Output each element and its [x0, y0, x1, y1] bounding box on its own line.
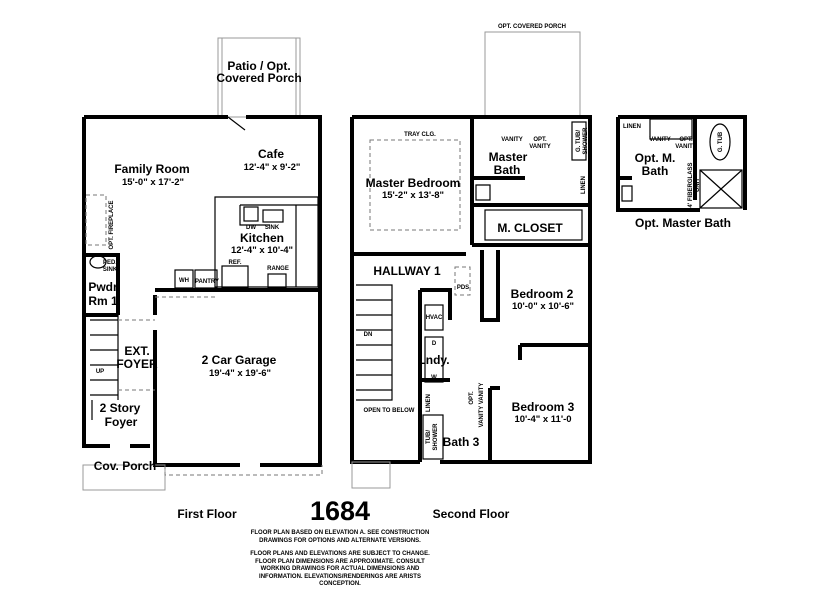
- plan-number: 1684: [309, 496, 371, 526]
- first-floor-plan: [82, 37, 323, 491]
- bedroom3-dims: 10'-4" x 11'-0: [514, 414, 571, 425]
- opt-m-bath-label-2: Bath: [642, 164, 669, 178]
- kitchen-counter: [214, 196, 319, 288]
- bedroom3-label: Bedroom 3: [512, 400, 575, 414]
- porch-label: Cov. Porch: [94, 459, 156, 473]
- ped-sink-label-2: SINK: [103, 267, 118, 273]
- linen-label: LINEN: [581, 176, 587, 194]
- tray-ceiling-outline: [369, 139, 461, 231]
- note-1: FLOOR PLAN BASED ON ELEVATION A. SEE CON…: [250, 530, 430, 544]
- fireplace-outline: [85, 194, 107, 246]
- fiberglass-label-1: 4' FIBERGLASS: [688, 162, 694, 207]
- range-label: RANGE: [267, 266, 289, 272]
- bath-vanity-label: VANITY VANITY: [479, 383, 485, 428]
- fireplace-label: OPT. FIREPLACE: [109, 200, 115, 249]
- covered-porch-outline: [82, 464, 166, 491]
- opt-vanity-label-2: VANITY: [529, 144, 551, 150]
- opt-master-bath-plan: [616, 115, 747, 212]
- second-floor-plan: [350, 31, 592, 489]
- laundry-label: Lndy.: [418, 353, 449, 367]
- bath-shower-label: SHOWER: [433, 423, 439, 451]
- hallway-label: HALLWAY 1: [373, 264, 441, 278]
- second-floor-stairs: [356, 284, 393, 401]
- up-label: UP: [96, 369, 104, 375]
- master-bath-label-2: Bath: [494, 163, 521, 177]
- family-room-label: Family Room: [114, 162, 189, 176]
- note-2: FLOOR PLANS AND ELEVATIONS ARE SUBJECT T…: [250, 551, 430, 587]
- kitchen-dims: 12'-4" x 10'-4": [231, 245, 293, 256]
- cafe-dims: 12'-4" x 9'-2": [244, 162, 301, 173]
- dn-label: DN: [364, 332, 373, 338]
- dryer-label: D: [432, 341, 437, 347]
- first-floor-walls: [82, 115, 322, 290]
- opt-linen-label: LINEN: [623, 124, 641, 130]
- dw-label: DW: [246, 225, 256, 231]
- washer-label: W: [431, 375, 437, 381]
- sink-label: SINK: [265, 225, 280, 231]
- m-closet-label: M. CLOSET: [497, 221, 563, 235]
- kitchen-label: Kitchen: [240, 231, 284, 245]
- wh-label: WH: [179, 278, 189, 284]
- bath-opt-label: OPT.: [469, 391, 475, 405]
- bath-tub-label: TUB/: [426, 430, 432, 444]
- second-floor-label: Second Floor: [433, 507, 510, 521]
- first-floor-stairs: [90, 315, 119, 400]
- opt-bath-opt-vanity-1: OPT.: [679, 137, 693, 143]
- opt-master-bath-walls: [616, 115, 747, 212]
- vanity-label: VANITY: [501, 137, 523, 143]
- ext-foyer-label-1: EXT.: [124, 344, 149, 358]
- garage-dims: 19'-4" x 19'-6": [209, 368, 271, 379]
- bedroom2-dims: 10'-0" x 10'-6": [512, 301, 574, 312]
- opt-covered-porch-outline: [484, 31, 581, 118]
- ped-sink-label-1: PED.: [103, 260, 117, 266]
- hvac-label: HVAC: [426, 315, 443, 321]
- shower-label: SHOWER: [583, 127, 589, 155]
- foyer-label-1: 2 Story: [100, 401, 141, 415]
- opt-covered-porch-label: OPT. COVERED PORCH: [498, 24, 566, 30]
- foyer-label-2: Foyer: [105, 415, 138, 429]
- fiberglass-label-2: UNIT: [695, 178, 701, 192]
- powder-room-label-2: Rm 1: [88, 294, 118, 308]
- master-bedroom-dims: 15'-2" x 13'-8": [382, 190, 444, 201]
- open-to-below-label: OPEN TO BELOW: [364, 408, 415, 414]
- cafe-label: Cafe: [258, 147, 284, 161]
- ref-label: REF.: [228, 260, 241, 266]
- bath-linen-label: LINEN: [426, 394, 432, 412]
- first-floor-label: First Floor: [177, 507, 237, 521]
- master-bedroom-label: Master Bedroom: [366, 176, 461, 190]
- powder-room-label-1: Pwdr: [88, 280, 118, 294]
- bedroom2-label: Bedroom 2: [511, 287, 574, 301]
- tray-ceiling-label: TRAY CLG.: [404, 132, 436, 138]
- opt-master-bath-title: Opt. Master Bath: [635, 216, 731, 230]
- family-room-dims: 15'-0" x 17'-2": [122, 177, 184, 188]
- garage-label: 2 Car Garage: [202, 353, 277, 367]
- g-tub-label: G. TUB: [718, 131, 724, 152]
- ext-foyer-label-2: FOYER: [116, 357, 158, 371]
- bath3-label: Bath 3: [443, 435, 480, 449]
- opt-bath-opt-vanity-2: VANITY: [675, 144, 697, 150]
- opt-m-bath-label-1: Opt. M.: [635, 151, 676, 165]
- pantry-label: PANTRY: [195, 279, 219, 285]
- pds-label: PDS: [457, 285, 469, 291]
- plan-notes: FLOOR PLAN BASED ON ELEVATION A. SEE CON…: [240, 530, 440, 595]
- opt-vanity-label-1: OPT.: [533, 137, 547, 143]
- patio-label-1: Patio / Opt.: [227, 59, 290, 73]
- opt-bath-vanity-label: VANITY: [649, 137, 671, 143]
- patio-label-2: Covered Porch: [216, 71, 301, 85]
- master-bath-label-1: Master: [489, 150, 528, 164]
- tub-label: G. TUB/: [576, 130, 582, 152]
